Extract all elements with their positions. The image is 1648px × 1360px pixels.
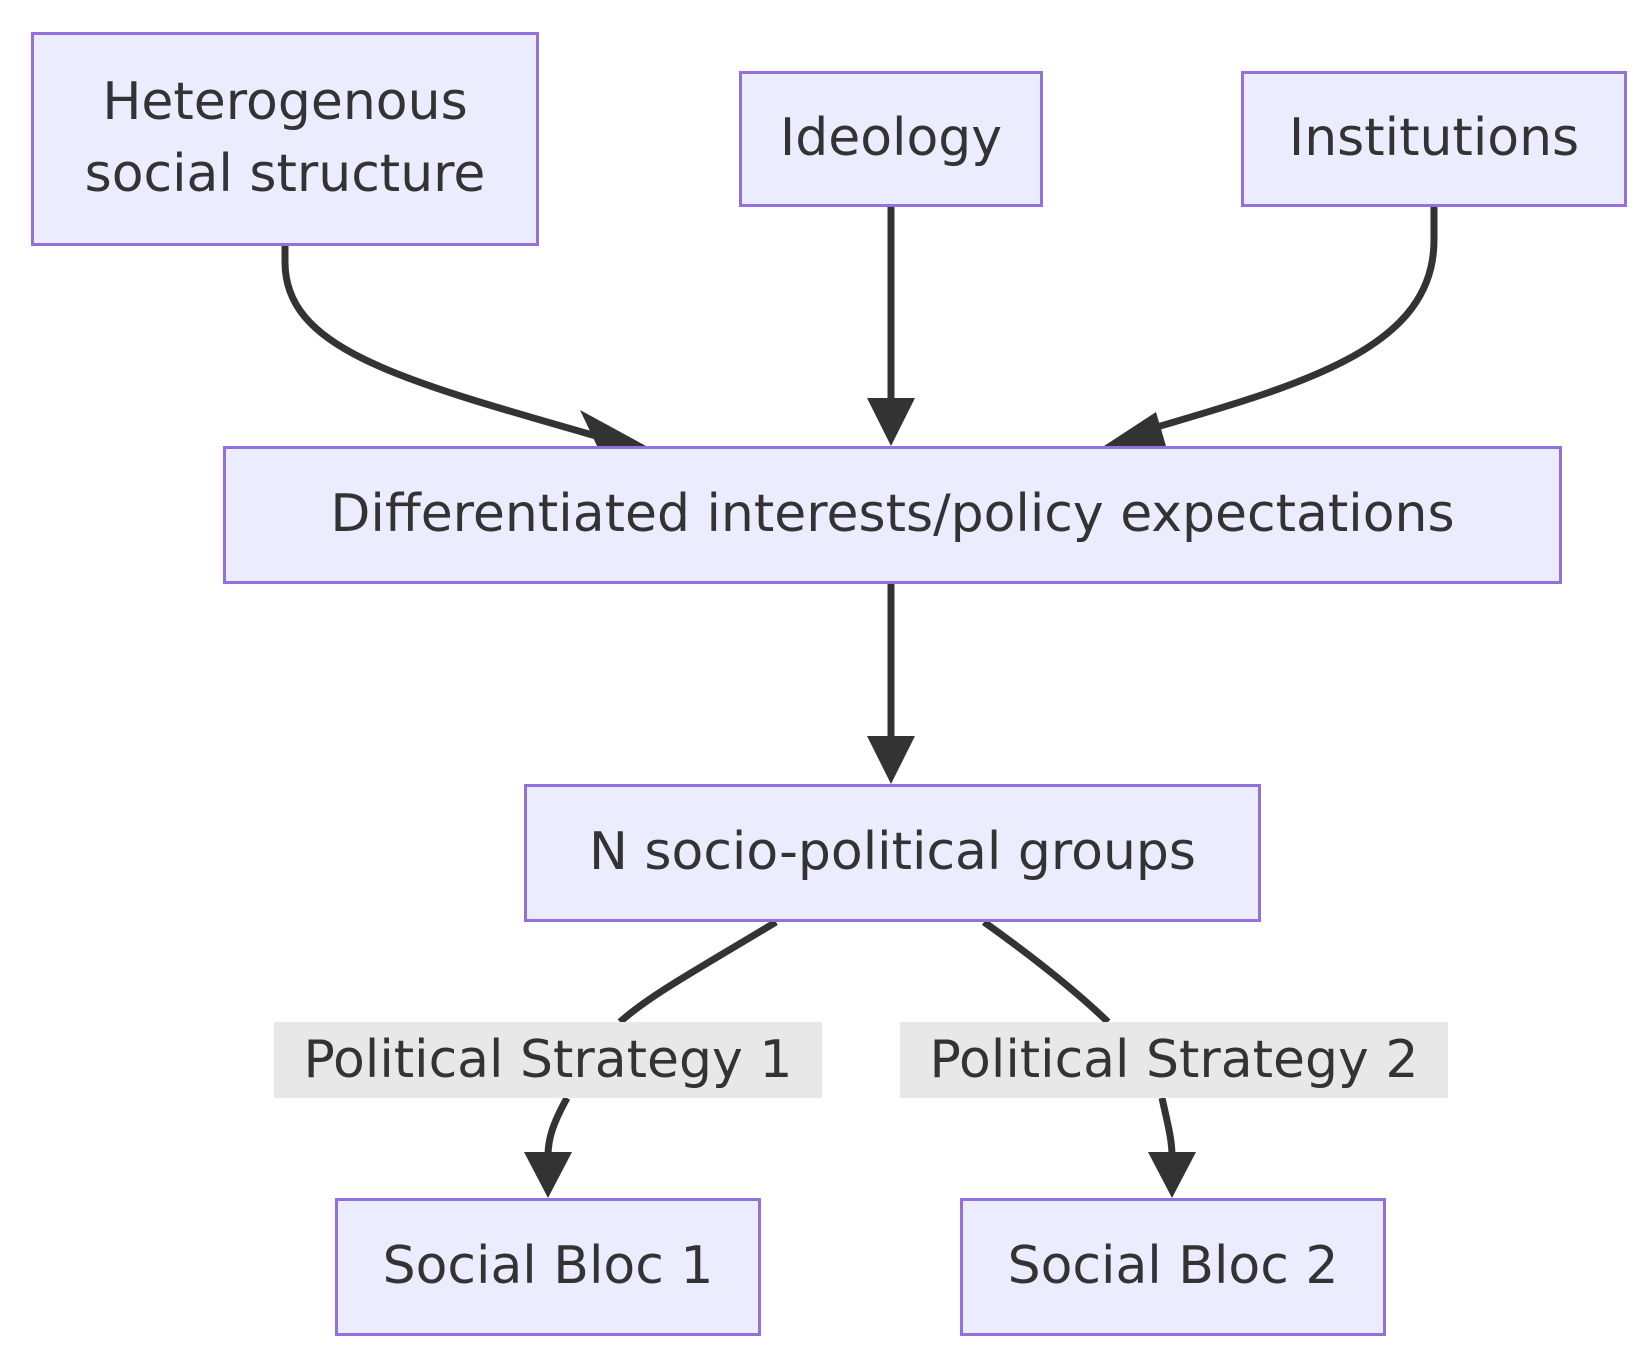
node-heterogenous-social-structure: Heterogenous social structure	[31, 32, 539, 246]
edge-groups-to-bloc2	[981, 919, 1176, 1157]
node-socio-political-groups: N socio-political groups	[524, 784, 1261, 922]
node-label: Ideology	[779, 108, 1003, 169]
edge-label-political-strategy-2: Political Strategy 2	[900, 1022, 1448, 1098]
node-social-bloc-2: Social Bloc 2	[960, 1198, 1386, 1336]
node-label-line-1: Heterogenous	[102, 72, 468, 133]
node-label: Differentiated interests/policy expectat…	[330, 484, 1455, 545]
edge-label-text: Political Strategy 1	[303, 1030, 793, 1090]
node-label: Institutions	[1288, 108, 1580, 169]
node-ideology: Ideology	[739, 71, 1043, 207]
edge-label-text: Political Strategy 2	[929, 1030, 1419, 1090]
node-institutions: Institutions	[1241, 71, 1627, 207]
edge-institutions-to-differentiated	[1139, 207, 1438, 436]
edge-heterogenous-to-differentiated	[281, 246, 611, 444]
node-label-line-2: social structure	[84, 144, 486, 204]
arrowhead-institutions-to-differentiated	[1104, 412, 1166, 446]
arrowhead-ideology-to-differentiated	[867, 398, 915, 446]
node-social-bloc-1: Social Bloc 1	[335, 1198, 761, 1336]
node-label: Social Bloc 1	[382, 1236, 714, 1297]
arrowhead-differentiated-to-groups	[867, 736, 915, 784]
arrowhead-groups-to-bloc1	[524, 1152, 572, 1198]
edge-label-political-strategy-1: Political Strategy 1	[274, 1022, 822, 1098]
node-differentiated-interests: Differentiated interests/policy expectat…	[223, 446, 1562, 584]
node-label: Social Bloc 2	[1007, 1236, 1339, 1297]
node-label: N socio-political groups	[588, 822, 1196, 883]
arrowhead-groups-to-bloc2	[1148, 1152, 1196, 1198]
arrowhead-heterogenous-to-differentiated	[580, 410, 646, 448]
edge-groups-to-bloc1	[544, 919, 778, 1157]
